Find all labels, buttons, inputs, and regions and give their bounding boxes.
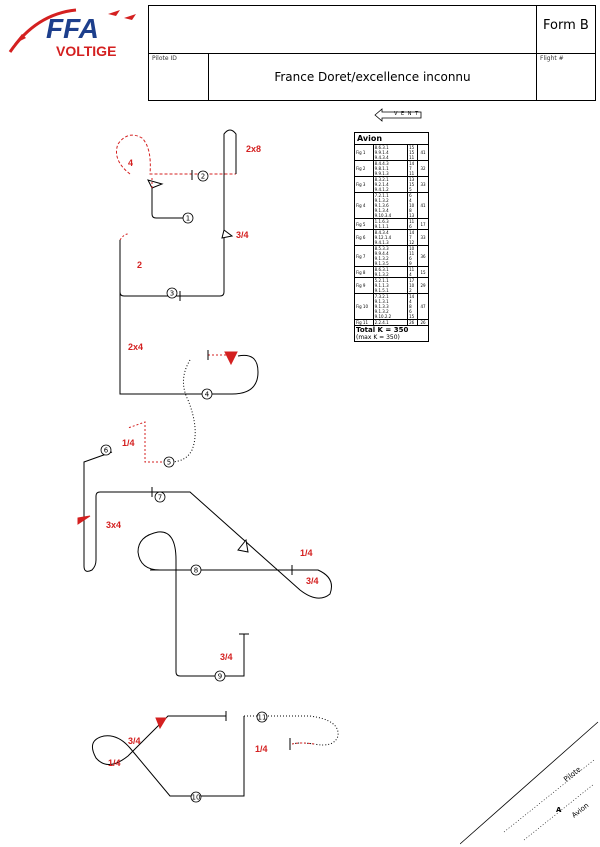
avion-position-label: Avion: [570, 801, 590, 819]
k-table-catalog-cell: 8.4.3.4 9.12.1.4 9.4.1.3: [372, 229, 409, 246]
fig1-loop: [116, 134, 236, 175]
figure-number: 2: [201, 173, 205, 181]
figure-number-circle: [163, 456, 175, 468]
k-table-catalog-cell: 7.2.1.1 9.1.3.2 9.1.3.6 9.1.3.4 9.10.3.4: [372, 192, 409, 219]
figure-number: 10: [192, 794, 201, 802]
k-total-label: Total K = 350: [356, 326, 409, 334]
k-table-catalog-cell: 7.3.2.1 9.1.3.1 9.1.3.3 9.1.3.2 9.10.2.2: [372, 293, 409, 320]
figure-number: 8: [194, 567, 198, 575]
logo-subtitle: VOLTIGE: [56, 43, 116, 59]
roll-label-fig7a: 1/4: [300, 548, 313, 558]
figure-number-circle: [201, 388, 213, 400]
figure-number-circle: [214, 670, 226, 682]
fig6-line: [83, 451, 113, 518]
flight-label: Flight #: [540, 55, 564, 62]
figure-number-circle: [190, 791, 202, 803]
fig9-line: [236, 634, 245, 677]
wind-arrow-icon: [374, 108, 422, 122]
figure-number: 4: [205, 391, 210, 399]
fig2-line: [168, 129, 237, 297]
form-label: Form B: [543, 18, 589, 33]
fig1-line: [151, 188, 184, 219]
roll-label-fig4: 2x4: [128, 342, 143, 352]
fig8-line: [175, 560, 236, 677]
figure-number-circle: [154, 491, 166, 503]
figure-number-circle: [190, 564, 202, 576]
pilot-position-label: Pilote: [562, 765, 582, 783]
roll-label-fig7b: 3/4: [306, 576, 319, 586]
roll-label-fig2: 2x8: [246, 144, 261, 154]
fig8-loop: [137, 531, 200, 571]
roll-label-fig3b: 2: [137, 260, 142, 270]
k-table-catalog-cell: 8.4.4.3 9.8.1.1 9.9.1.3: [372, 160, 409, 177]
ffa-voltige-logo: FFA VOLTIGE: [8, 8, 136, 59]
roll-label-fig6: 1/4: [122, 438, 135, 448]
figure-number-circle: [182, 212, 194, 224]
figure-number-circle: [166, 287, 178, 299]
roll-label-fig10a: 3/4: [128, 736, 141, 746]
fig5-line: [169, 359, 196, 463]
fig3-line: [119, 240, 168, 297]
positioning-box: Pilote A Avion: [460, 721, 599, 845]
k-max-label: (max K = 350): [356, 334, 400, 341]
figure-number-circle: [256, 711, 268, 723]
figure-number: 7: [158, 494, 162, 502]
roll-label-fig3a: 3/4: [236, 230, 249, 240]
logo-brand: FFA: [46, 13, 99, 44]
figure-number: 1: [186, 215, 190, 223]
roll-label-fig1: 4: [128, 158, 133, 168]
pilot-id-label: Pilote ID: [152, 55, 177, 62]
figure-number-circle: [100, 444, 112, 456]
wind-label: V E N T: [394, 111, 420, 117]
fig1-triangle: [147, 179, 164, 189]
header-box: Form B Pilote ID Flight # France Doret/e…: [148, 5, 596, 101]
figure-number: 6: [104, 447, 109, 455]
roll-label-fig6b: 3x4: [106, 520, 121, 530]
fig10-line: [91, 715, 245, 797]
fig11-line: [244, 715, 339, 746]
figure-number-circle: [197, 170, 209, 182]
figure-number: 5: [167, 459, 171, 467]
fig7-line: [150, 491, 332, 599]
figure-number: 3: [170, 290, 174, 298]
k-total: Total K = 350(max K = 350): [354, 325, 429, 342]
roll-label-fig10b: 1/4: [108, 758, 121, 768]
roll-label-fig9: 3/4: [220, 652, 233, 662]
position-marker: A: [556, 806, 562, 814]
figure-number: 11: [258, 714, 267, 722]
pilot-name: France Doret/excellence inconnu: [274, 70, 471, 84]
figure-number: 9: [218, 673, 222, 681]
roll-label-fig10c: 1/4: [255, 744, 268, 754]
fig4-line: [119, 240, 210, 395]
